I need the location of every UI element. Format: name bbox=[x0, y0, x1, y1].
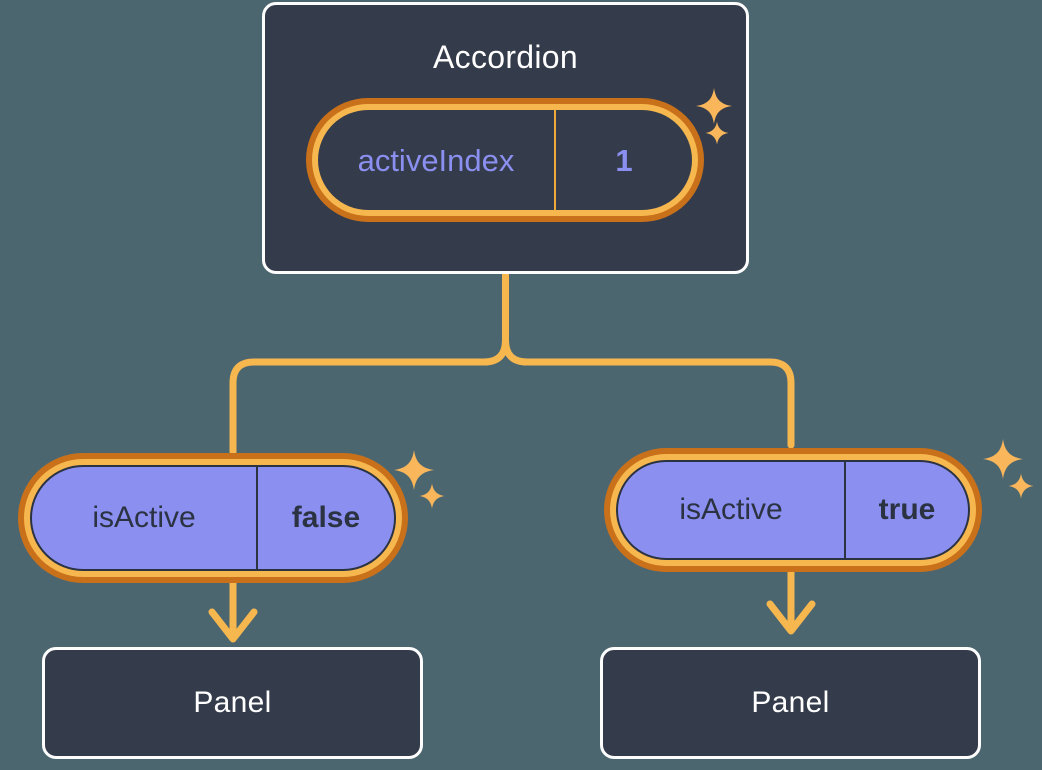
pill-ring: isActive false bbox=[24, 459, 402, 577]
arrow-down-icon bbox=[208, 608, 258, 643]
pill-body: isActive false bbox=[30, 465, 396, 571]
panel-title: Panel bbox=[193, 686, 272, 719]
sparkle-four-point-icon bbox=[981, 437, 1025, 481]
pill-ring: isActive true bbox=[610, 454, 976, 566]
state-value-label: 1 bbox=[615, 142, 633, 178]
state-pill-isactive-left[interactable]: isActive false bbox=[18, 453, 408, 583]
wire-root-to-right bbox=[502, 270, 795, 449]
wire-root-to-left bbox=[229, 270, 509, 456]
sparkle-four-point-small-icon bbox=[418, 482, 446, 510]
state-key-label: isActive bbox=[32, 467, 258, 569]
state-key-label: isActive bbox=[618, 462, 846, 558]
sparkle-four-point-small-icon bbox=[1007, 472, 1035, 500]
pill-ring: activeIndex 1 bbox=[312, 104, 698, 216]
pill-body: isActive true bbox=[616, 460, 970, 560]
panel-title: Panel bbox=[751, 686, 830, 719]
state-pill-activeindex[interactable]: activeIndex 1 bbox=[306, 98, 704, 222]
panel-component-left: Panel bbox=[42, 647, 423, 759]
state-value-label: false bbox=[291, 501, 361, 534]
state-value-label: true bbox=[878, 493, 936, 526]
state-key-label: activeIndex bbox=[318, 110, 556, 210]
state-pill-isactive-right[interactable]: isActive true bbox=[604, 448, 982, 572]
pill-body: activeIndex 1 bbox=[318, 110, 692, 210]
arrow-down-icon bbox=[766, 600, 816, 635]
accordion-title: Accordion bbox=[433, 39, 578, 75]
panel-component-right: Panel bbox=[600, 647, 981, 759]
